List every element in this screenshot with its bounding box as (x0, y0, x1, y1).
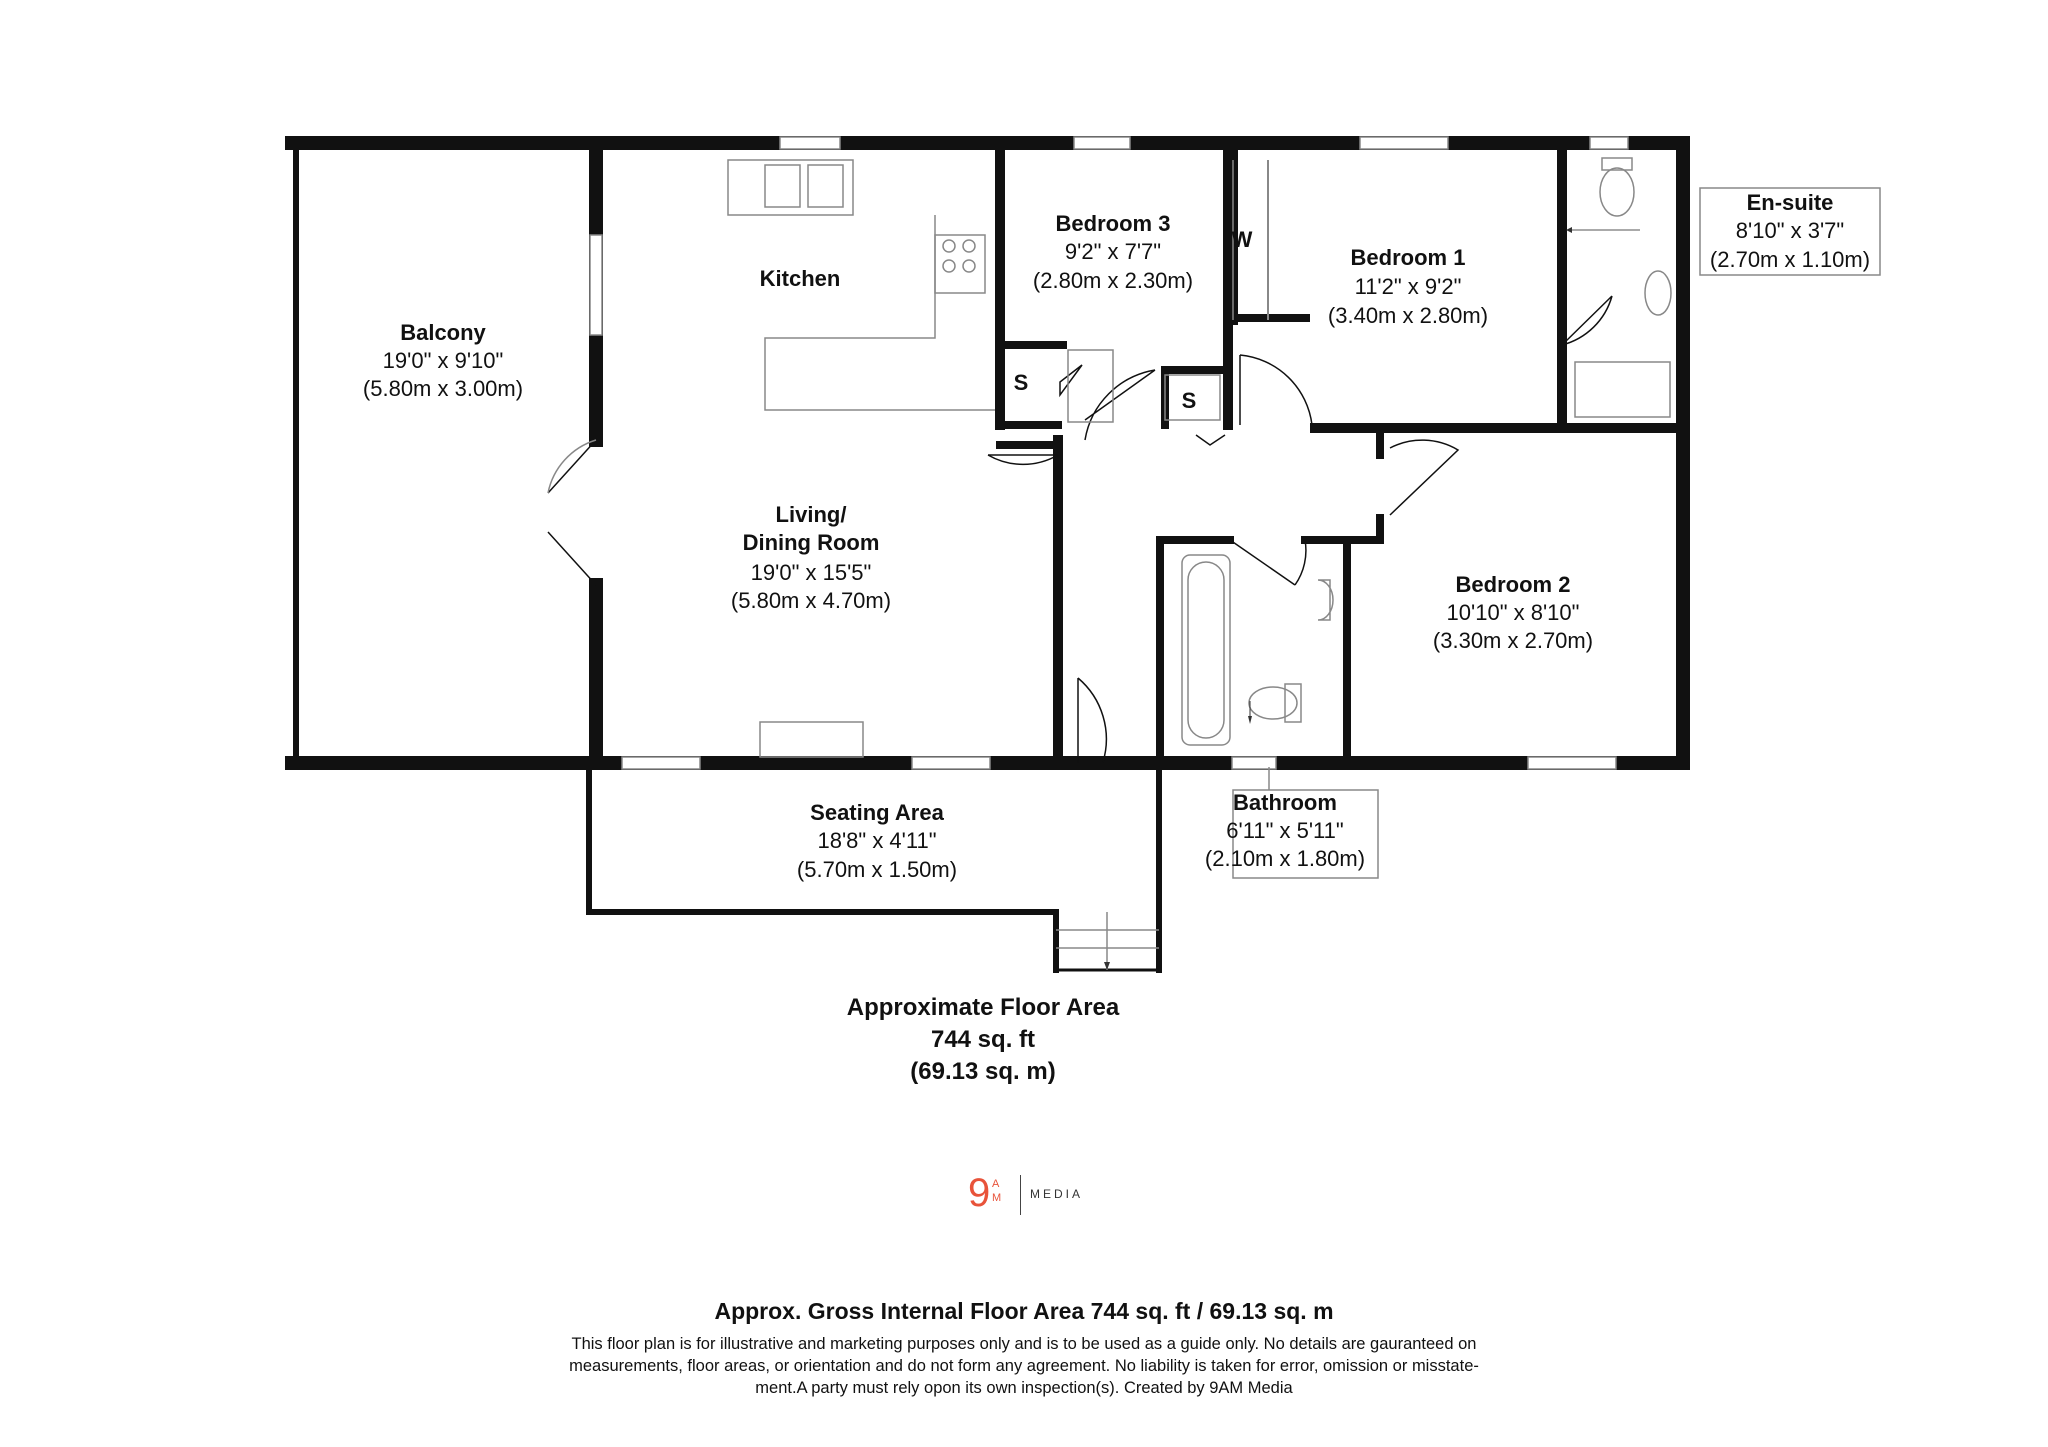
walls (285, 136, 1690, 973)
ensuite-name: En-suite (1747, 190, 1834, 215)
seating-name: Seating Area (810, 800, 944, 825)
seating-imperial: 18'8" x 4'11" (817, 828, 936, 853)
logo-am: A M (992, 1177, 1001, 1205)
disclaimer: This floor plan is for illustrative and … (0, 1333, 2048, 1399)
ensuite-metric: (2.70m x 1.10m) (1710, 247, 1870, 272)
doors (547, 295, 1613, 763)
living-name-line2: Dining Room (743, 530, 880, 555)
logo-nine: 9 (968, 1171, 991, 1215)
logo-media: MEDIA (1030, 1187, 1084, 1201)
bedroom2-metric: (3.30m x 2.70m) (1433, 628, 1593, 653)
fixtures (727, 157, 1881, 970)
bathroom-imperial: 6'11" x 5'11" (1226, 818, 1343, 843)
store-label-2: S (1182, 388, 1197, 413)
living-name-line1: Living/ (776, 502, 847, 527)
disclaimer-line-3: ment.A party must rely opon its own insp… (755, 1379, 1293, 1397)
seating-metric: (5.70m x 1.50m) (797, 857, 957, 882)
bedroom1-metric: (3.40m x 2.80m) (1328, 303, 1488, 328)
bedroom3-metric: (2.80m x 2.30m) (1033, 268, 1193, 293)
logo-a: A (992, 1178, 1000, 1190)
bedroom2-name: Bedroom 2 (1456, 572, 1571, 597)
living-metric: (5.80m x 4.70m) (731, 588, 891, 613)
balcony-name: Balcony (400, 320, 486, 345)
logo-m: M (992, 1192, 1002, 1204)
bedroom3-imperial: 9'2" x 7'7" (1065, 239, 1161, 264)
bathroom-name: Bathroom (1233, 790, 1337, 815)
logo-divider (1020, 1175, 1021, 1215)
living-imperial: 19'0" x 15'5" (751, 560, 872, 585)
store-label-1: S (1014, 370, 1029, 395)
bedroom2-imperial: 10'10" x 8'10" (1447, 600, 1580, 625)
balcony-imperial: 19'0" x 9'10" (383, 348, 504, 373)
floor-area-title: Approximate Floor Area (847, 994, 1120, 1021)
wardrobe-label: W (1232, 227, 1253, 252)
disclaimer-line-2: measurements, floor areas, or orientatio… (569, 1357, 1479, 1375)
bedroom1-imperial: 11'2" x 9'2" (1355, 274, 1462, 299)
windows (589, 136, 1629, 770)
disclaimer-line-1: This floor plan is for illustrative and … (571, 1335, 1477, 1353)
bedroom1-name: Bedroom 1 (1351, 245, 1466, 270)
bathroom-metric: (2.10m x 1.80m) (1205, 846, 1365, 871)
floor-area-sqft: 744 sq. ft (931, 1026, 1035, 1053)
floor-area-sqm: (69.13 sq. m) (910, 1058, 1055, 1085)
balcony-metric: (5.80m x 3.00m) (363, 376, 523, 401)
ensuite-imperial: 8'10" x 3'7" (1736, 218, 1844, 243)
bedroom3-name: Bedroom 3 (1056, 211, 1171, 236)
footer-title: Approx. Gross Internal Floor Area 744 sq… (714, 1298, 1334, 1324)
kitchen-name: Kitchen (760, 266, 841, 291)
